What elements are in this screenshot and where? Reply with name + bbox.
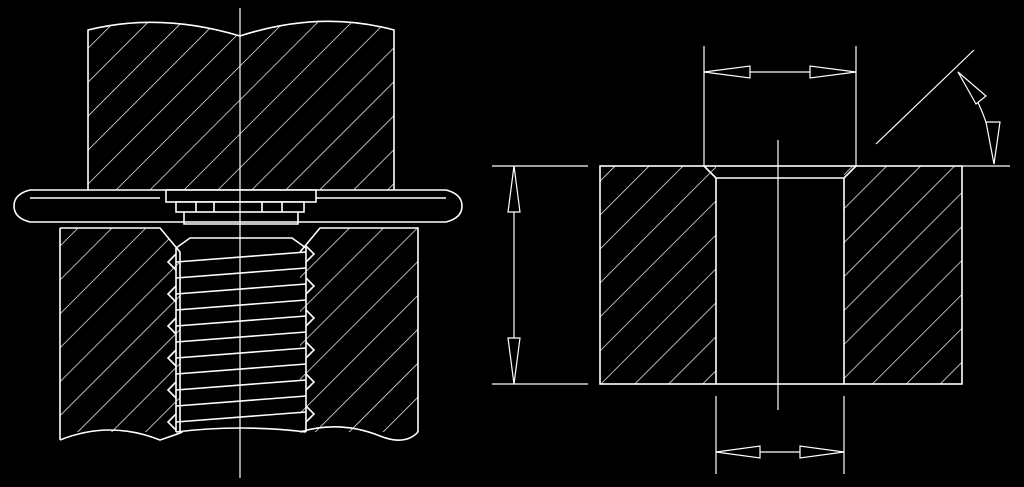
top-diameter-dimension bbox=[703, 46, 857, 166]
base-plate bbox=[59, 227, 419, 441]
installed-fastener-view bbox=[13, 8, 463, 478]
hole bbox=[703, 165, 857, 384]
thread bbox=[166, 237, 316, 433]
chamfer-angle-dimension bbox=[875, 49, 1010, 167]
height-dimension bbox=[492, 165, 588, 385]
bottom-diameter-dimension bbox=[715, 396, 845, 474]
mounting-hole-view bbox=[492, 46, 1010, 474]
top-plate bbox=[87, 20, 395, 190]
